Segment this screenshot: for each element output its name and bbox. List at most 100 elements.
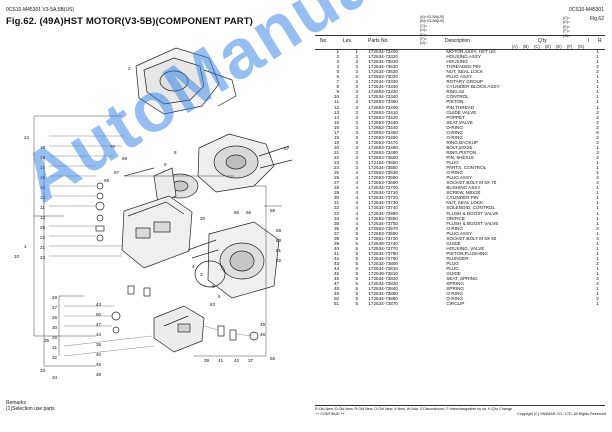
- row-parts-no: 172653-73420: [368, 114, 398, 120]
- row-description: PLUG: [446, 160, 459, 166]
- row-qty-a: 4: [596, 180, 599, 186]
- row-no: 38: [333, 235, 340, 241]
- row-description: BUSHING ASSY: [446, 185, 481, 191]
- row-lev: 3: [355, 69, 358, 75]
- row-qty-a: 1: [596, 170, 599, 176]
- row-no: 43: [333, 260, 340, 266]
- row-no: 26: [333, 175, 340, 181]
- col-parts-no: Parts No.: [368, 38, 389, 44]
- row-no: 14: [333, 114, 340, 120]
- row-description: SOLENOID, CONTROL: [446, 205, 496, 211]
- row-description: BOLT,10X25: [446, 144, 473, 150]
- row-no: 48: [333, 286, 340, 292]
- svg-text:36: 36: [96, 342, 102, 347]
- row-lev: 3: [355, 64, 358, 70]
- row-description: NUT, SEAL LOCK: [446, 200, 484, 206]
- row-parts-no: 172534-73340: [368, 84, 398, 90]
- qty-col-header: (E): [556, 44, 562, 49]
- row-parts-no: 172653-73330: [368, 89, 398, 95]
- row-lev: 3: [355, 104, 358, 110]
- svg-text:49: 49: [260, 322, 266, 327]
- row-no: 22: [333, 154, 340, 160]
- row-lev: 3: [355, 119, 358, 125]
- row-parts-no: 172534-73990: [368, 210, 398, 216]
- svg-text:25: 25: [40, 225, 46, 230]
- legend-right-code: (D)=: [563, 20, 571, 25]
- legend-code: (C)=: [420, 23, 428, 28]
- row-parts-no: 172653-73580: [368, 175, 398, 181]
- row-lev: 3: [355, 99, 358, 105]
- row-parts-no: 172653-73400: [368, 104, 398, 110]
- rule-header: [315, 48, 605, 50]
- svg-text:28: 28: [52, 295, 58, 300]
- row-no: 31: [333, 200, 340, 206]
- row-no: 44: [333, 266, 340, 272]
- row-description: NUT, SEAL LOCK: [446, 69, 484, 75]
- row-description: O-RING: [446, 134, 463, 140]
- row-parts-no: 172534-73820: [368, 276, 398, 282]
- row-description: PISTON: [446, 99, 464, 105]
- row-description: SOCKET BOLT M 6X 50: [446, 235, 497, 241]
- row-qty-a: 1: [596, 195, 599, 201]
- svg-text:23: 23: [40, 255, 46, 260]
- col-r: R: [598, 38, 602, 44]
- row-description: MOTOR ASSY, HST UG: [446, 49, 496, 54]
- row-qty-a: 1: [596, 94, 599, 100]
- row-parts-no: 172534-73800: [368, 260, 398, 266]
- row-no: 50: [333, 296, 340, 302]
- legend-right-code: (G)=: [563, 33, 571, 38]
- row-parts-no: 172653-73430: [368, 119, 398, 125]
- row-no: 29: [333, 190, 340, 196]
- row-parts-no: 172653-73580: [368, 230, 398, 236]
- row-no: 30: [333, 195, 340, 201]
- row-description: SOCKET BOLT M 6X 70: [446, 180, 497, 186]
- row-no: 20: [333, 144, 340, 150]
- row-no: 41: [333, 250, 340, 256]
- svg-text:39: 39: [204, 358, 210, 363]
- row-no: 19: [333, 139, 340, 145]
- row-no: 46: [333, 276, 340, 282]
- col-description: Description: [445, 38, 471, 44]
- row-parts-no: 172534-73340: [368, 94, 398, 100]
- row-qty-a: 1: [596, 210, 599, 216]
- row-description: SCREW, M8X30: [446, 190, 481, 196]
- row-parts-no: 172534-73740: [368, 205, 398, 211]
- row-lev: 2: [355, 94, 358, 100]
- footer-continue: ++ CONTINUE ++: [315, 411, 345, 416]
- row-qty-a: 1: [596, 144, 599, 150]
- col-lev: Lev.: [343, 38, 353, 44]
- row-parts-no: 172649-73740: [368, 240, 398, 246]
- row-description: O-RING: [446, 124, 463, 130]
- row-lev: 3: [355, 59, 358, 65]
- row-parts-no: 172534-73720: [368, 195, 398, 201]
- svg-text:5: 5: [218, 294, 221, 299]
- row-description: SPRING: [446, 281, 464, 287]
- row-description: PLUG: [446, 266, 459, 272]
- row-description: THREADED PIN: [446, 64, 481, 70]
- row-parts-no: 172653-73470: [368, 139, 398, 145]
- row-no: 24: [333, 165, 340, 171]
- row-description: O-RING: [446, 129, 463, 135]
- svg-text:1: 1: [24, 244, 27, 249]
- row-description: PISTON,FLUSHING: [446, 250, 488, 256]
- row-lev: 3: [355, 139, 358, 145]
- row-no: 47: [333, 281, 340, 287]
- row-lev: 2: [355, 54, 358, 60]
- row-description: PIN,THREAD: [446, 104, 475, 110]
- row-description: O-RING: [446, 296, 463, 302]
- row-qty-a: 2: [596, 134, 599, 140]
- row-no: 27: [333, 180, 340, 186]
- row-lev: 5: [355, 266, 358, 272]
- row-no: 4: [336, 64, 340, 70]
